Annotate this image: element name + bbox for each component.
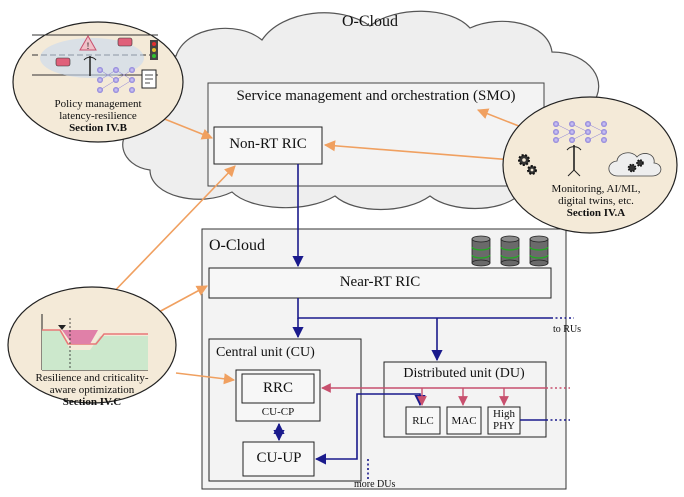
arrow-monitoring-to-nonrt	[323, 140, 514, 161]
monitoring-line2: digital twins, etc.	[558, 195, 634, 207]
traffic-light-icon	[150, 40, 158, 60]
neural-network-icon	[553, 121, 607, 143]
cu-cp-label: CU-CP	[261, 406, 295, 418]
document-icon	[141, 69, 157, 89]
rlc-label: RLC	[412, 415, 434, 427]
resilience-section: Section IV.C	[62, 396, 122, 408]
non-rt-ric-box	[213, 126, 323, 165]
resilience-line1: Resilience and criticality-	[35, 372, 149, 384]
policy-line1: Policy management	[54, 98, 142, 110]
resilience-circle	[7, 286, 177, 404]
gears-icon	[518, 154, 537, 175]
du-title: Distributed unit (DU)	[403, 366, 525, 381]
pink-connections	[321, 383, 570, 406]
antenna-tower-icon	[83, 56, 97, 76]
policy-section: Section IV.B	[69, 122, 127, 134]
svg-text:!: !	[87, 41, 90, 51]
rrc-inner-box	[241, 373, 315, 404]
arrow-resilience-to-rrc	[175, 372, 236, 385]
bottom-cloud-title: O-Cloud	[209, 237, 265, 254]
to-rus-label: to RUs	[553, 324, 582, 335]
car-icon	[55, 37, 133, 67]
mac-label: MAC	[451, 415, 477, 427]
high-phy-label-1: High	[493, 408, 515, 420]
near-rt-ric-box	[208, 267, 552, 299]
non-rt-ric-label: Non-RT RIC	[229, 136, 307, 152]
near-rt-ric-label: Near-RT RIC	[339, 274, 421, 290]
cu-up-box	[242, 441, 315, 477]
policy-line2: latency-resilience	[59, 110, 137, 122]
antenna-tower-icon	[566, 145, 582, 177]
high-phy-label-2: PHY	[492, 420, 516, 432]
more-dus-label: more DUs	[354, 479, 396, 490]
resilience-line2: aware optimization	[49, 384, 135, 396]
neural-network-icon	[97, 67, 135, 93]
monitoring-section: Section IV.A	[566, 207, 626, 219]
arrow-resilience-to-nearrt	[156, 285, 208, 314]
monitoring-circle	[502, 96, 678, 234]
cu-title: Central unit (CU)	[216, 345, 315, 360]
database-icon	[471, 235, 549, 267]
arrow-resilience-to-nonrt	[105, 165, 236, 301]
top-cloud-title: O-Cloud	[342, 13, 398, 30]
mac-box	[446, 406, 482, 435]
smo-label: Service management and orchestration (SM…	[236, 88, 516, 104]
warning-icon: !	[79, 34, 97, 51]
rrc-label: RRC	[262, 380, 294, 396]
monitoring-line1: Monitoring, AI/ML,	[551, 183, 641, 195]
high-phy-box	[487, 406, 521, 435]
cu-up-label: CU-UP	[256, 450, 302, 466]
cloud-icon	[608, 152, 662, 177]
